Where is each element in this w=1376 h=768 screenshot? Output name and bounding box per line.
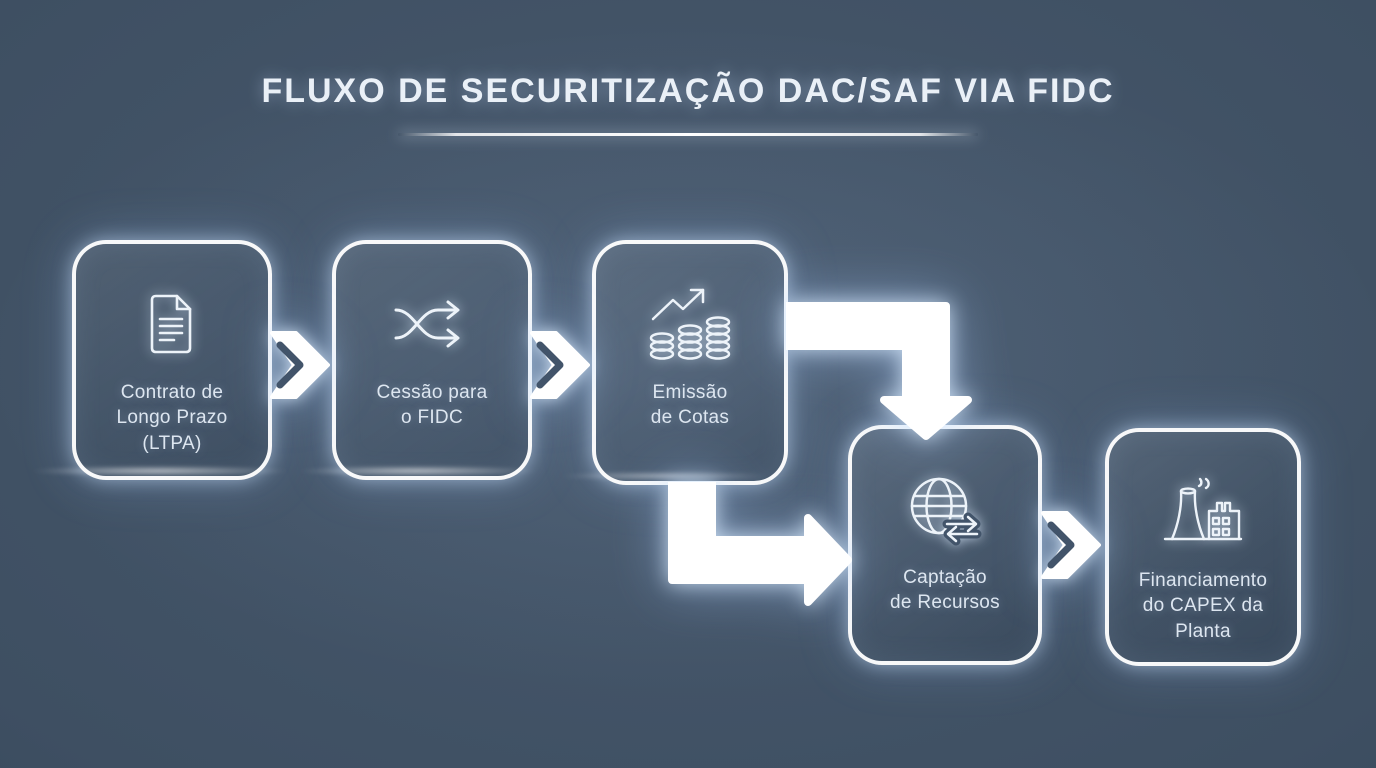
label-line: do CAPEX da [1142, 595, 1264, 617]
globe-exchange-icon [905, 467, 985, 551]
factory-icon [1161, 470, 1245, 554]
flow-node-contrato-ltpa: Contrato de Longo Prazo (LTPA) [72, 240, 272, 480]
node-label: Contrato de Longo Prazo (LTPA) [116, 380, 227, 456]
node-label: Captação de Recursos [890, 565, 1000, 616]
node-label: Financiamento do CAPEX da Planta [1139, 568, 1268, 644]
label-line: Longo Prazo [116, 407, 228, 429]
diagram-title: FLUXO DE SECURITIZAÇÃO DAC/SAF VIA FIDC [261, 72, 1115, 110]
label-line: (LTPA) [142, 432, 202, 454]
flow-node-financiamento-capex: Financiamento do CAPEX da Planta [1105, 428, 1301, 666]
node-label: Cessão para o FIDC [376, 380, 487, 431]
shuffle-icon [388, 282, 476, 366]
label-line: Emissão [652, 382, 728, 403]
arrow-cessao-to-emissao [530, 331, 590, 399]
title-underline [398, 133, 978, 136]
label-line: Planta [1175, 620, 1231, 642]
coins-growth-icon [647, 282, 733, 366]
label-line: de Recursos [890, 592, 1000, 614]
label-line: Cessão para [376, 382, 488, 403]
flow-node-emissao-cotas: Emissão de Cotas [592, 240, 788, 485]
flow-node-captacao-recursos: Captação de Recursos [848, 425, 1042, 665]
node-label: Emissão de Cotas [651, 380, 729, 431]
document-icon [143, 282, 201, 366]
label-line: Contrato de [120, 382, 224, 403]
label-line: Financiamento [1138, 570, 1268, 591]
label-line: Captação [903, 567, 987, 588]
arrow-emissao-to-captacao-under [668, 482, 852, 606]
label-line: de Cotas [650, 407, 730, 429]
arrow-emissao-to-captacao-over [786, 302, 972, 440]
flow-node-cessao-fidc: Cessão para o FIDC [332, 240, 532, 480]
arrow-ltpa-to-cessao [270, 331, 330, 399]
arrow-captacao-to-financiamento [1041, 511, 1101, 579]
label-line: o FIDC [401, 407, 463, 429]
